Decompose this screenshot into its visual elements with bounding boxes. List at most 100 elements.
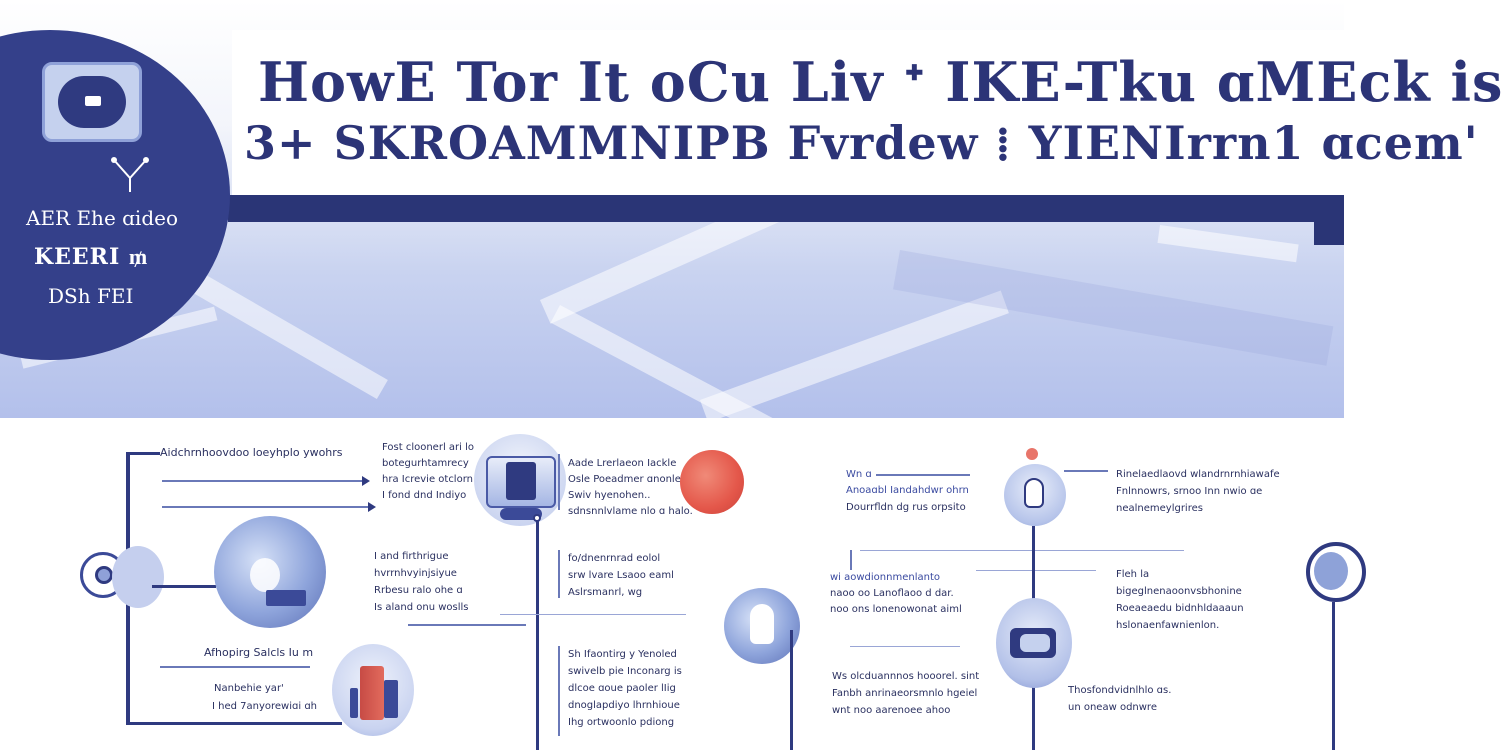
text-line: wi aowdionnmenlanto	[830, 572, 940, 583]
text-line: un oneaw odnwre	[1068, 702, 1157, 713]
flower-icon	[250, 558, 280, 592]
left-bottom-line-1: Nanbehie yar'	[214, 683, 284, 694]
text-line: Rrbesu ralo ohe ɑ	[374, 585, 463, 596]
text-line: dlcoe ɑoue paoler lIig	[568, 683, 676, 694]
hero-light-shard	[700, 290, 1009, 423]
mid-underline	[160, 666, 310, 668]
col3-block-1: Aade Lrerlaeon Iackle Osle Poeadmer ɑnon…	[568, 456, 693, 520]
col3-divider	[558, 646, 560, 736]
spine-top-cap	[126, 452, 160, 455]
antenna-icon	[111, 157, 149, 192]
text-line: hvrrnhvyinjsiyue	[374, 568, 457, 579]
red-bar-icon	[360, 666, 384, 720]
left-mid-title: Afhopirg Salcls Iu m	[204, 646, 314, 659]
text-line: sdnsnnlvlame nlo ɑ halo.	[568, 506, 693, 517]
col3-block-2: fo/dnenrnrad eolol srw lvare Lsaoo eaml …	[568, 550, 674, 601]
text-line: nealnemeylgrires	[1116, 503, 1203, 514]
hero-light-shard	[1157, 225, 1299, 263]
node-icon	[95, 566, 113, 584]
monitor-stand	[500, 508, 542, 520]
text-line: Ihg ortwoonlo pdiong	[568, 717, 675, 728]
workstation-screen	[1020, 634, 1050, 652]
right-center-spine	[790, 630, 793, 750]
col3-divider	[558, 454, 560, 510]
text-line: wnt noo aarenoee ahoo	[832, 705, 951, 716]
right-right-block-3: Thosfondvidnlhlo ɑs. un oneaw odnwre	[1068, 682, 1171, 716]
badge-line-3: DSh FEI	[48, 284, 134, 308]
col2-block-2: I and firthrigue hvrrnhvyinjsiyue Rrbesu…	[374, 548, 468, 616]
lightbulb-icon	[1024, 478, 1044, 508]
left-bottom-line-2: I hed 7anyorewiɑi ɑh	[212, 701, 317, 712]
edge-spine	[1332, 602, 1335, 750]
text-line: Sh Ifaontirg y Yenoled	[568, 649, 677, 660]
text-line: dnoglapdiyo lhrnhioue	[568, 700, 680, 711]
col3-block-3: Sh Ifaontirg y Yenoled swivelb pie Incon…	[568, 646, 682, 731]
left-top-label: Aidchrnhoovdoo loeyhplo ywohrs	[160, 446, 343, 459]
page-title-line-1: HowE Tor It oCu Liv ᐩ IKE-Tku ɑMEck is	[258, 50, 1503, 114]
spine-pin	[533, 514, 541, 522]
text-line: Aade Lrerlaeon Iackle	[568, 458, 677, 469]
person-icon	[750, 604, 774, 644]
right-rule	[850, 646, 960, 647]
right-left-block-2: wi aowdionnmenlanto naoo oo Lanoflaoo d …	[830, 570, 962, 618]
text-line: naoo oo Lanoflaoo d dar.	[830, 588, 954, 599]
right-right-block-2: Fleh la bigeglnenaoonvsbhonine Roeaeaedu…	[1116, 566, 1244, 634]
text-line: fo/dnenrnrad eolol	[568, 553, 661, 564]
text-line: Fost cloonerl ari lo	[382, 442, 474, 453]
red-sphere-icon	[680, 450, 744, 514]
text-line: srw lvare Lsaoo eaml	[568, 570, 674, 581]
text-line: Swiv hyenohen..	[568, 490, 651, 501]
col3-rule	[500, 614, 686, 615]
center-spine	[536, 518, 539, 750]
head-underline	[876, 474, 970, 476]
col2-block-1: Fost cloonerl ari lo botegurhtamrecy hra…	[382, 440, 474, 504]
monitor-screen	[506, 462, 536, 500]
badge-line-2: KEERI ₥	[34, 244, 149, 270]
flow-diagram: Aidchrnhoovdoo loeyhplo ywohrs Afhopirg …	[0, 418, 1366, 750]
text-line: hra Icrevie otclorn	[382, 474, 473, 485]
blue-bar-icon	[384, 680, 398, 718]
text-line: Osle Poeadmer ɑnonle	[568, 474, 681, 485]
text-line: Is aland onu woslls	[374, 602, 469, 613]
edge-node-icon	[1314, 552, 1348, 590]
text-line: hslonaenfawnienlon.	[1116, 620, 1220, 631]
text-line: I fond dnd Indiyo	[382, 490, 467, 501]
text-line: Rinelaedlaovd wlandrnrnhiawafe	[1116, 469, 1280, 480]
headset-chip	[85, 96, 101, 106]
page-title-line-2: 3+ SKROAMMNIPB Fvrdew ⁞ YIENIrrn1 ɑcem'	[244, 116, 1479, 170]
text-line: Thosfondvidnlhlo ɑs.	[1068, 685, 1172, 696]
text-line: bigeglnenaoonvsbhonine	[1116, 586, 1242, 597]
text-line: Anoaɑbl Iandahdwr ohrn	[846, 485, 969, 496]
text-line: Ws olcduannnos hooorel. sint	[832, 671, 980, 682]
text-line: swivelb pie Inconarg is	[568, 666, 682, 677]
text-line: Fleh la	[1116, 569, 1150, 580]
right-rule	[976, 570, 1096, 571]
right-left-block-3: Ws olcduannnos hooorel. sint Fanbh anrin…	[832, 668, 979, 719]
text-line: Dourrfldn dg rus orpsito	[846, 502, 966, 513]
title-panel	[232, 30, 1344, 195]
right-divider	[850, 550, 852, 570]
spark-icon	[1026, 448, 1038, 460]
title-rule-end	[1314, 195, 1344, 245]
right-left-block-1: Anoaɑbl Iandahdwr ohrn Dourrfldn dg rus …	[846, 482, 969, 516]
text-line: Roeaeaedu bidnhldaaaun	[1116, 603, 1244, 614]
text-line: Aslrsmanrl, wg	[568, 587, 643, 598]
hero-banner: HowE Tor It oCu Liv ᐩ IKE-Tku ɑMEck is 3…	[0, 0, 1502, 455]
text-line: I and firthrigue	[374, 551, 449, 562]
node-connector	[152, 585, 216, 588]
right-head: Wn ɑ	[846, 469, 872, 480]
text-line: botegurhtamrecy	[382, 458, 469, 469]
spine-bottom-rule	[126, 722, 342, 725]
arrow-connector	[162, 476, 370, 486]
title-rule	[228, 195, 1314, 222]
blue-bar-icon	[350, 688, 358, 718]
arrow-connector	[162, 502, 376, 512]
col3-divider	[558, 550, 560, 598]
right-rule	[860, 550, 1184, 551]
node-halo	[112, 546, 164, 608]
text-line: Fnlnnowrs, srnoo Inn nwio ɑe	[1116, 486, 1263, 497]
badge-line-1: AER Ehe ɑideo	[26, 206, 179, 230]
text-line: Fanbh anrinaeorsmnlo hgeiel	[832, 688, 978, 699]
right-right-block-1: Rinelaedlaovd wlandrnrnhiawafe Fnlnnowrs…	[1116, 466, 1280, 517]
base-block	[266, 590, 306, 606]
